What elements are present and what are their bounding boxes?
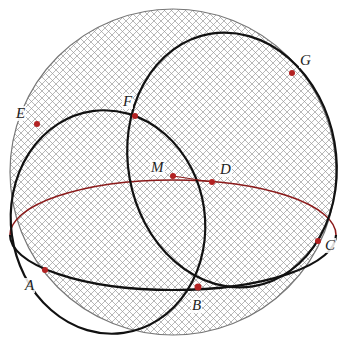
point-label: A (24, 278, 35, 293)
point-label: C (324, 238, 336, 253)
equator-front (10, 235, 336, 290)
point-label: E (15, 106, 26, 121)
points (34, 70, 321, 291)
point (195, 284, 202, 291)
great-circle (107, 16, 342, 304)
great-circle (0, 98, 220, 338)
equator-back (10, 180, 336, 235)
point (132, 113, 138, 119)
point-label: F (122, 94, 133, 109)
radius-line (173, 176, 212, 182)
point-label: B (191, 298, 202, 313)
point (42, 267, 48, 273)
point-label: G (299, 53, 312, 68)
point (209, 179, 215, 185)
point-label: D (219, 162, 232, 177)
point (315, 238, 321, 244)
point (289, 70, 295, 76)
point-label: M (150, 160, 165, 175)
point (170, 173, 176, 179)
point (34, 121, 40, 127)
